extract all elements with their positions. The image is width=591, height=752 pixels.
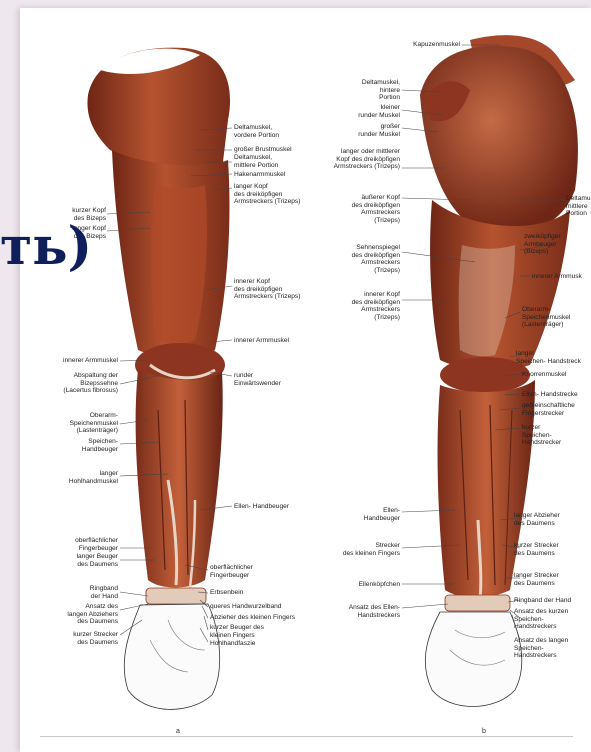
label-ansatz-ellen-handstreckers: Ansatz des Ellen-Handstreckers — [310, 604, 400, 619]
label-oberarm-speichenmuskel: Oberarm-Speichenmuskel(Lastenträger) — [30, 412, 118, 435]
label-ellen-handstrecker: Ellen- Handstrecke — [522, 391, 578, 399]
label-erbsenbein: Erbsenbein — [210, 589, 243, 597]
label-hakenarmmuskel: Hakenarmmuskel — [234, 171, 285, 179]
subfigure-label-a: a — [176, 728, 180, 735]
label-oberarm-speichenmuskel-b: Oberarm-Speichenmuskel(Lastenträger) — [522, 306, 570, 329]
label-ellen-handbeuger-b: Ellen-Handbeuger — [320, 507, 400, 522]
label-ellenkoepfchen: Ellenköpfchen — [320, 581, 400, 589]
bottom-rule — [40, 736, 573, 737]
label-ellen-handbeuger: Ellen- Handbeuger — [234, 503, 289, 511]
label-innerer-armmuskel-left: innerer Armmuskel — [30, 357, 118, 365]
subfigure-label-b: b — [482, 728, 486, 735]
label-innerer-armmuskel-right: innerer Armmuskel — [234, 337, 289, 345]
label-abzieher-kleinen-fingers: Abzieher des kleinen Fingers — [210, 614, 295, 622]
label-speichen-handbeuger: Speichen-Handbeuger — [30, 438, 118, 453]
label-ringband-b: Ringband der Hand — [514, 597, 571, 605]
label-innerer-armmuskel-b: innerer Armmusk — [532, 273, 582, 281]
label-grosser-brustmuskel: großer Brustmuskel — [234, 146, 292, 154]
label-queres-handwurzelband: queres Handwurzelband — [210, 603, 281, 611]
label-knorrenmuskel: Knorrenmuskel — [522, 371, 566, 379]
label-kapuzenmuskel: Kapuzenmuskel — [380, 41, 460, 49]
label-deltamuskel-mittlere: Deltamuskel,mittlere Portion — [234, 154, 278, 169]
slide-title-fragment: ть) — [0, 212, 110, 282]
label-hohlhandfaszie: Hohlhandfaszie — [210, 640, 255, 648]
label-deltamuskel-vordere: Deltamuskel,vordere Portion — [234, 124, 279, 139]
